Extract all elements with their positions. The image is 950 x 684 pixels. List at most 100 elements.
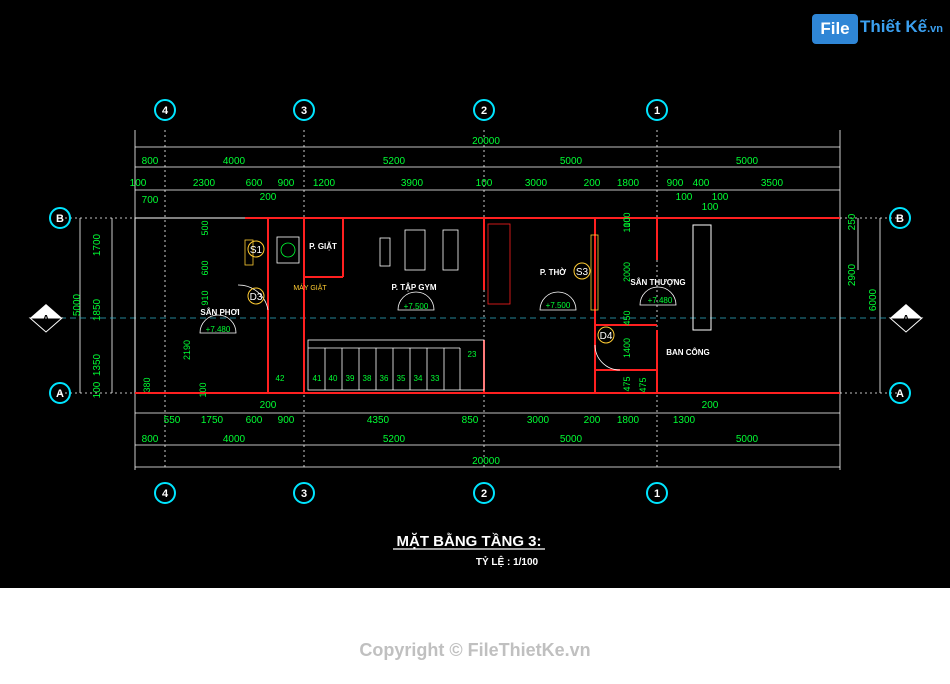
dim-top-2: 1200 [313, 178, 336, 189]
dim-left: 1850 [92, 298, 103, 321]
dim-top-2: 2300 [193, 178, 216, 189]
dim-top-1: 5000 [560, 156, 583, 167]
grid-label-side: A [56, 388, 64, 400]
dim-inner: 500 [200, 220, 210, 235]
dim-bottom-1: 600 [246, 415, 263, 426]
grid-label-bottom: 4 [162, 488, 169, 500]
stair-step: 33 [431, 374, 440, 383]
tag-circle [573, 262, 591, 280]
room-name-gym: P. TẬP GYM [391, 283, 436, 292]
grid-label-side: B [56, 213, 64, 225]
stair-step: 39 [346, 374, 355, 383]
dim-left: 1700 [92, 233, 103, 256]
dim-inner: 600 [200, 260, 210, 275]
stair-step: 38 [363, 374, 372, 383]
dim-bottom-2: 4000 [223, 434, 246, 445]
room-level: +7.500 [404, 302, 429, 311]
dim-inner: 2190 [182, 340, 192, 360]
grid-label-bottom: 1 [654, 488, 660, 500]
washer-label: MÁY GIẶT [293, 283, 327, 292]
dim-bottom-1: 550 [164, 415, 181, 426]
section-label: A [42, 314, 49, 325]
logo-domain: .vn [927, 23, 943, 35]
room-name-p-giat: P. GIẶT [309, 242, 337, 251]
room-level: +7.500 [546, 301, 571, 310]
dim-bottom-1: 850 [462, 415, 479, 426]
grid-label-side: A [896, 388, 904, 400]
site-logo[interactable]: File Thiết Kế.vn [812, 14, 943, 44]
grid-label-top: 4 [162, 105, 169, 117]
dim-top-2: 100 [476, 178, 493, 189]
tag-label: D4 [600, 331, 613, 342]
stair-step: 36 [380, 374, 389, 383]
dim-left: 5000 [72, 293, 83, 316]
floor-plan: 44332211BABAAA20000200008004000520050005… [28, 99, 924, 568]
logo-file-badge: File [812, 14, 858, 44]
dim-top-2: 3500 [761, 178, 784, 189]
room-level: +7.480 [648, 296, 673, 305]
grid-bubbles [49, 99, 911, 504]
grid-label-top: 1 [654, 105, 660, 117]
dim-bottom-2: 800 [142, 434, 159, 445]
dim-inner: 450 [622, 310, 632, 325]
dim-top-1: 5200 [383, 156, 406, 167]
dim-top-2: 200 [584, 178, 601, 189]
dim-inner: 475 [638, 377, 648, 392]
dim-inner: 475 [622, 376, 632, 391]
dim-top-3: 100 [676, 192, 693, 203]
dim-bottom-2: 5000 [736, 434, 759, 445]
dim-top-2: 3900 [401, 178, 424, 189]
dim-bottom-1: 3000 [527, 415, 550, 426]
dim-top-3: 700 [142, 195, 159, 206]
dim-total-bottom: 20000 [472, 456, 500, 467]
tag-circle [247, 287, 265, 305]
dim-inner: 100 [622, 217, 632, 232]
stair-step: 35 [397, 374, 406, 383]
dim-top-1: 5000 [736, 156, 759, 167]
tag-label: D3 [250, 292, 263, 303]
dim-total-top: 20000 [472, 136, 500, 147]
dim-bottom-1: 200 [584, 415, 601, 426]
tag-label: S1 [250, 245, 263, 256]
dim-inner: 100 [622, 212, 632, 227]
stair-step: 23 [468, 350, 477, 359]
dim-top-1: 4000 [223, 156, 246, 167]
room-name-ban-cong: BAN CÔNG [666, 348, 710, 357]
grid-label-bottom: 3 [301, 488, 307, 500]
dim-right: 2900 [847, 263, 858, 286]
stair-step: 41 [313, 374, 322, 383]
stair-step: 40 [329, 374, 338, 383]
section-label: A [902, 314, 909, 325]
stair-step: 34 [414, 374, 423, 383]
dim-bottom-1: 4350 [367, 415, 390, 426]
dim-bottom-1: 200 [702, 400, 719, 411]
tag-circle [247, 240, 265, 258]
grid-label-top: 3 [301, 105, 307, 117]
dim-top-3: 100 [712, 192, 729, 203]
logo-text: Thiết Kế.vn [860, 17, 943, 37]
logo-name: Thiết Kế [860, 17, 928, 36]
dim-inner: 2000 [622, 262, 632, 282]
dim-bottom-1: 900 [278, 415, 295, 426]
dim-top-2: 1800 [617, 178, 640, 189]
dim-bottom-2: 5000 [560, 434, 583, 445]
dim-left: 1350 [92, 353, 103, 376]
drawing-scale: TỶ LỆ : 1/100 [476, 555, 539, 568]
section-markers [28, 304, 924, 333]
dim-top-1: 800 [142, 156, 159, 167]
dim-inner: 1400 [622, 338, 632, 358]
footer: Copyright © FileThietKe.vn [0, 588, 950, 684]
room-name-san-thuong: SÂN THƯỢNG [630, 278, 685, 287]
dim-top-3: 200 [260, 192, 277, 203]
room-name-san-phoi: SÂN PHƠI [200, 308, 239, 317]
dim-bottom-1: 1800 [617, 415, 640, 426]
furniture [237, 223, 621, 371]
dim-bottom-1: 1750 [201, 415, 224, 426]
dim-top-2: 3000 [525, 178, 548, 189]
dim-top-2: 100 [130, 178, 147, 189]
tag-circle [597, 326, 615, 344]
dim-right: 6000 [868, 288, 879, 311]
dim-bottom-1: 200 [260, 400, 277, 411]
